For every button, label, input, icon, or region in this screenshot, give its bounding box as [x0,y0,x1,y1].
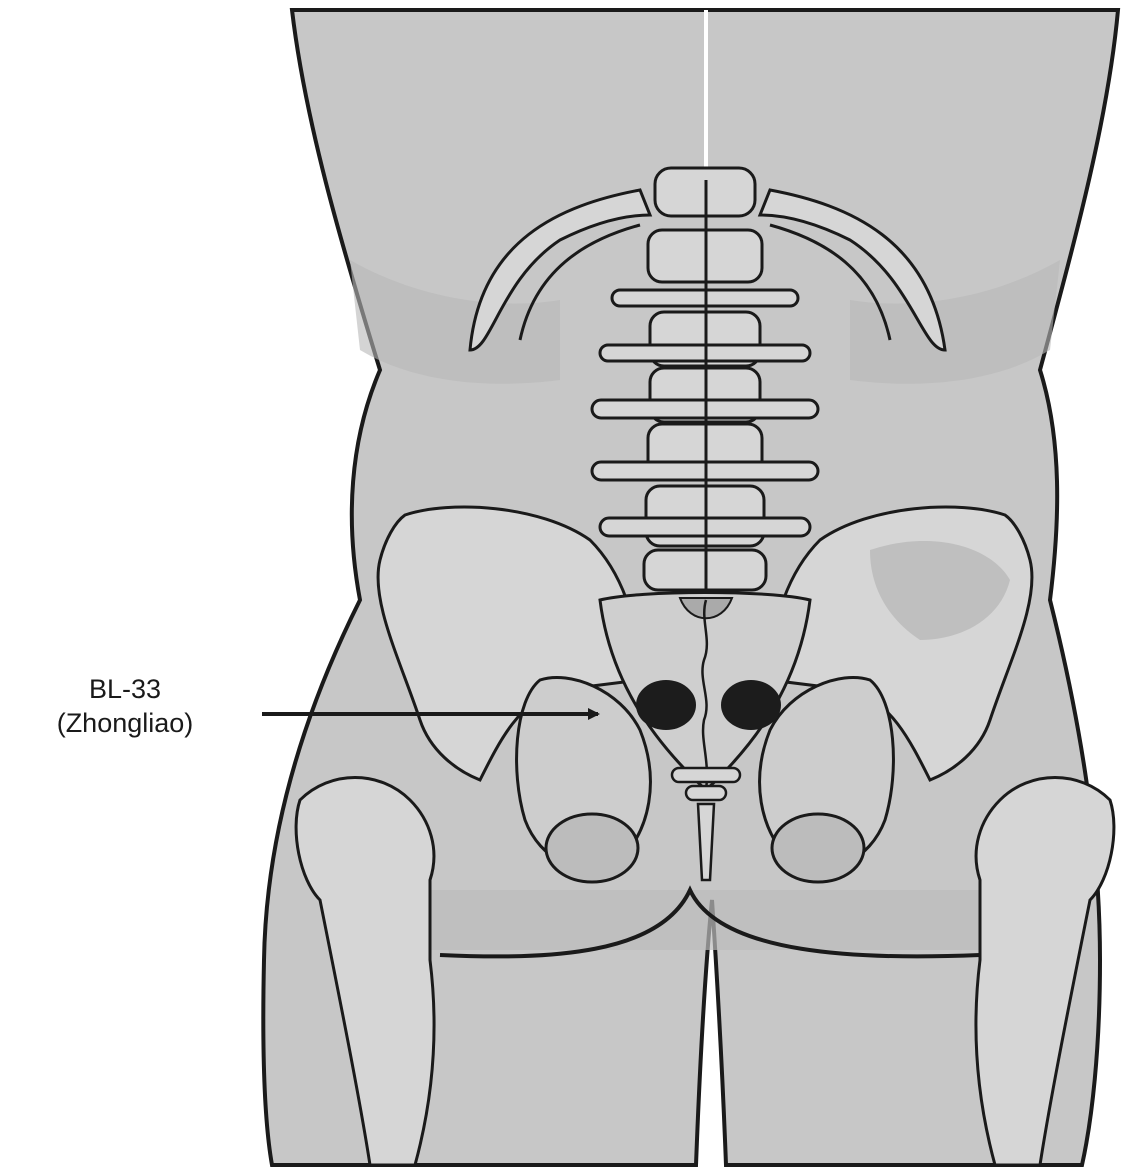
acupoint-right [721,680,781,730]
obturator-foramen-right [772,814,864,882]
acupoint-code-label: BL-33 [0,672,250,706]
acupoint-left [636,680,696,730]
acupoint-name-label: (Zhongliao) [0,706,250,740]
obturator-foramen-left [546,814,638,882]
buttock-band [430,890,980,950]
